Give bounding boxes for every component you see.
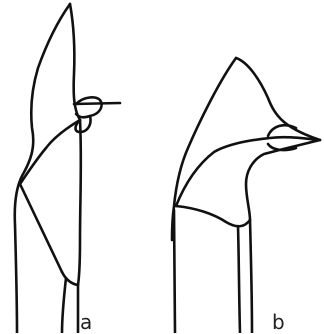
panel-b-left-stem	[174, 210, 175, 333]
panel-a-lower-stem	[62, 278, 66, 333]
panel-a-side-knob	[76, 97, 102, 117]
panel-b-drawing	[172, 58, 320, 333]
panel-b-small-node-top	[268, 125, 296, 136]
panel-a-pointer-line	[74, 103, 120, 104]
panel-b-right-stem-inner	[238, 226, 240, 333]
panel-b-right-stem-outer	[250, 220, 252, 333]
panel-a-drawing	[15, 4, 120, 333]
panel-label-b: b	[272, 312, 285, 332]
panel-b-lower-inner	[246, 140, 320, 220]
panel-a-diagonal	[20, 184, 62, 272]
panel-a-mid-arc	[20, 120, 80, 184]
panel-label-a: a	[80, 312, 92, 332]
panel-a-right-edge	[78, 120, 81, 285]
panel-a-left-outline	[15, 4, 70, 333]
panel-b-bottom-lobe	[176, 206, 250, 226]
